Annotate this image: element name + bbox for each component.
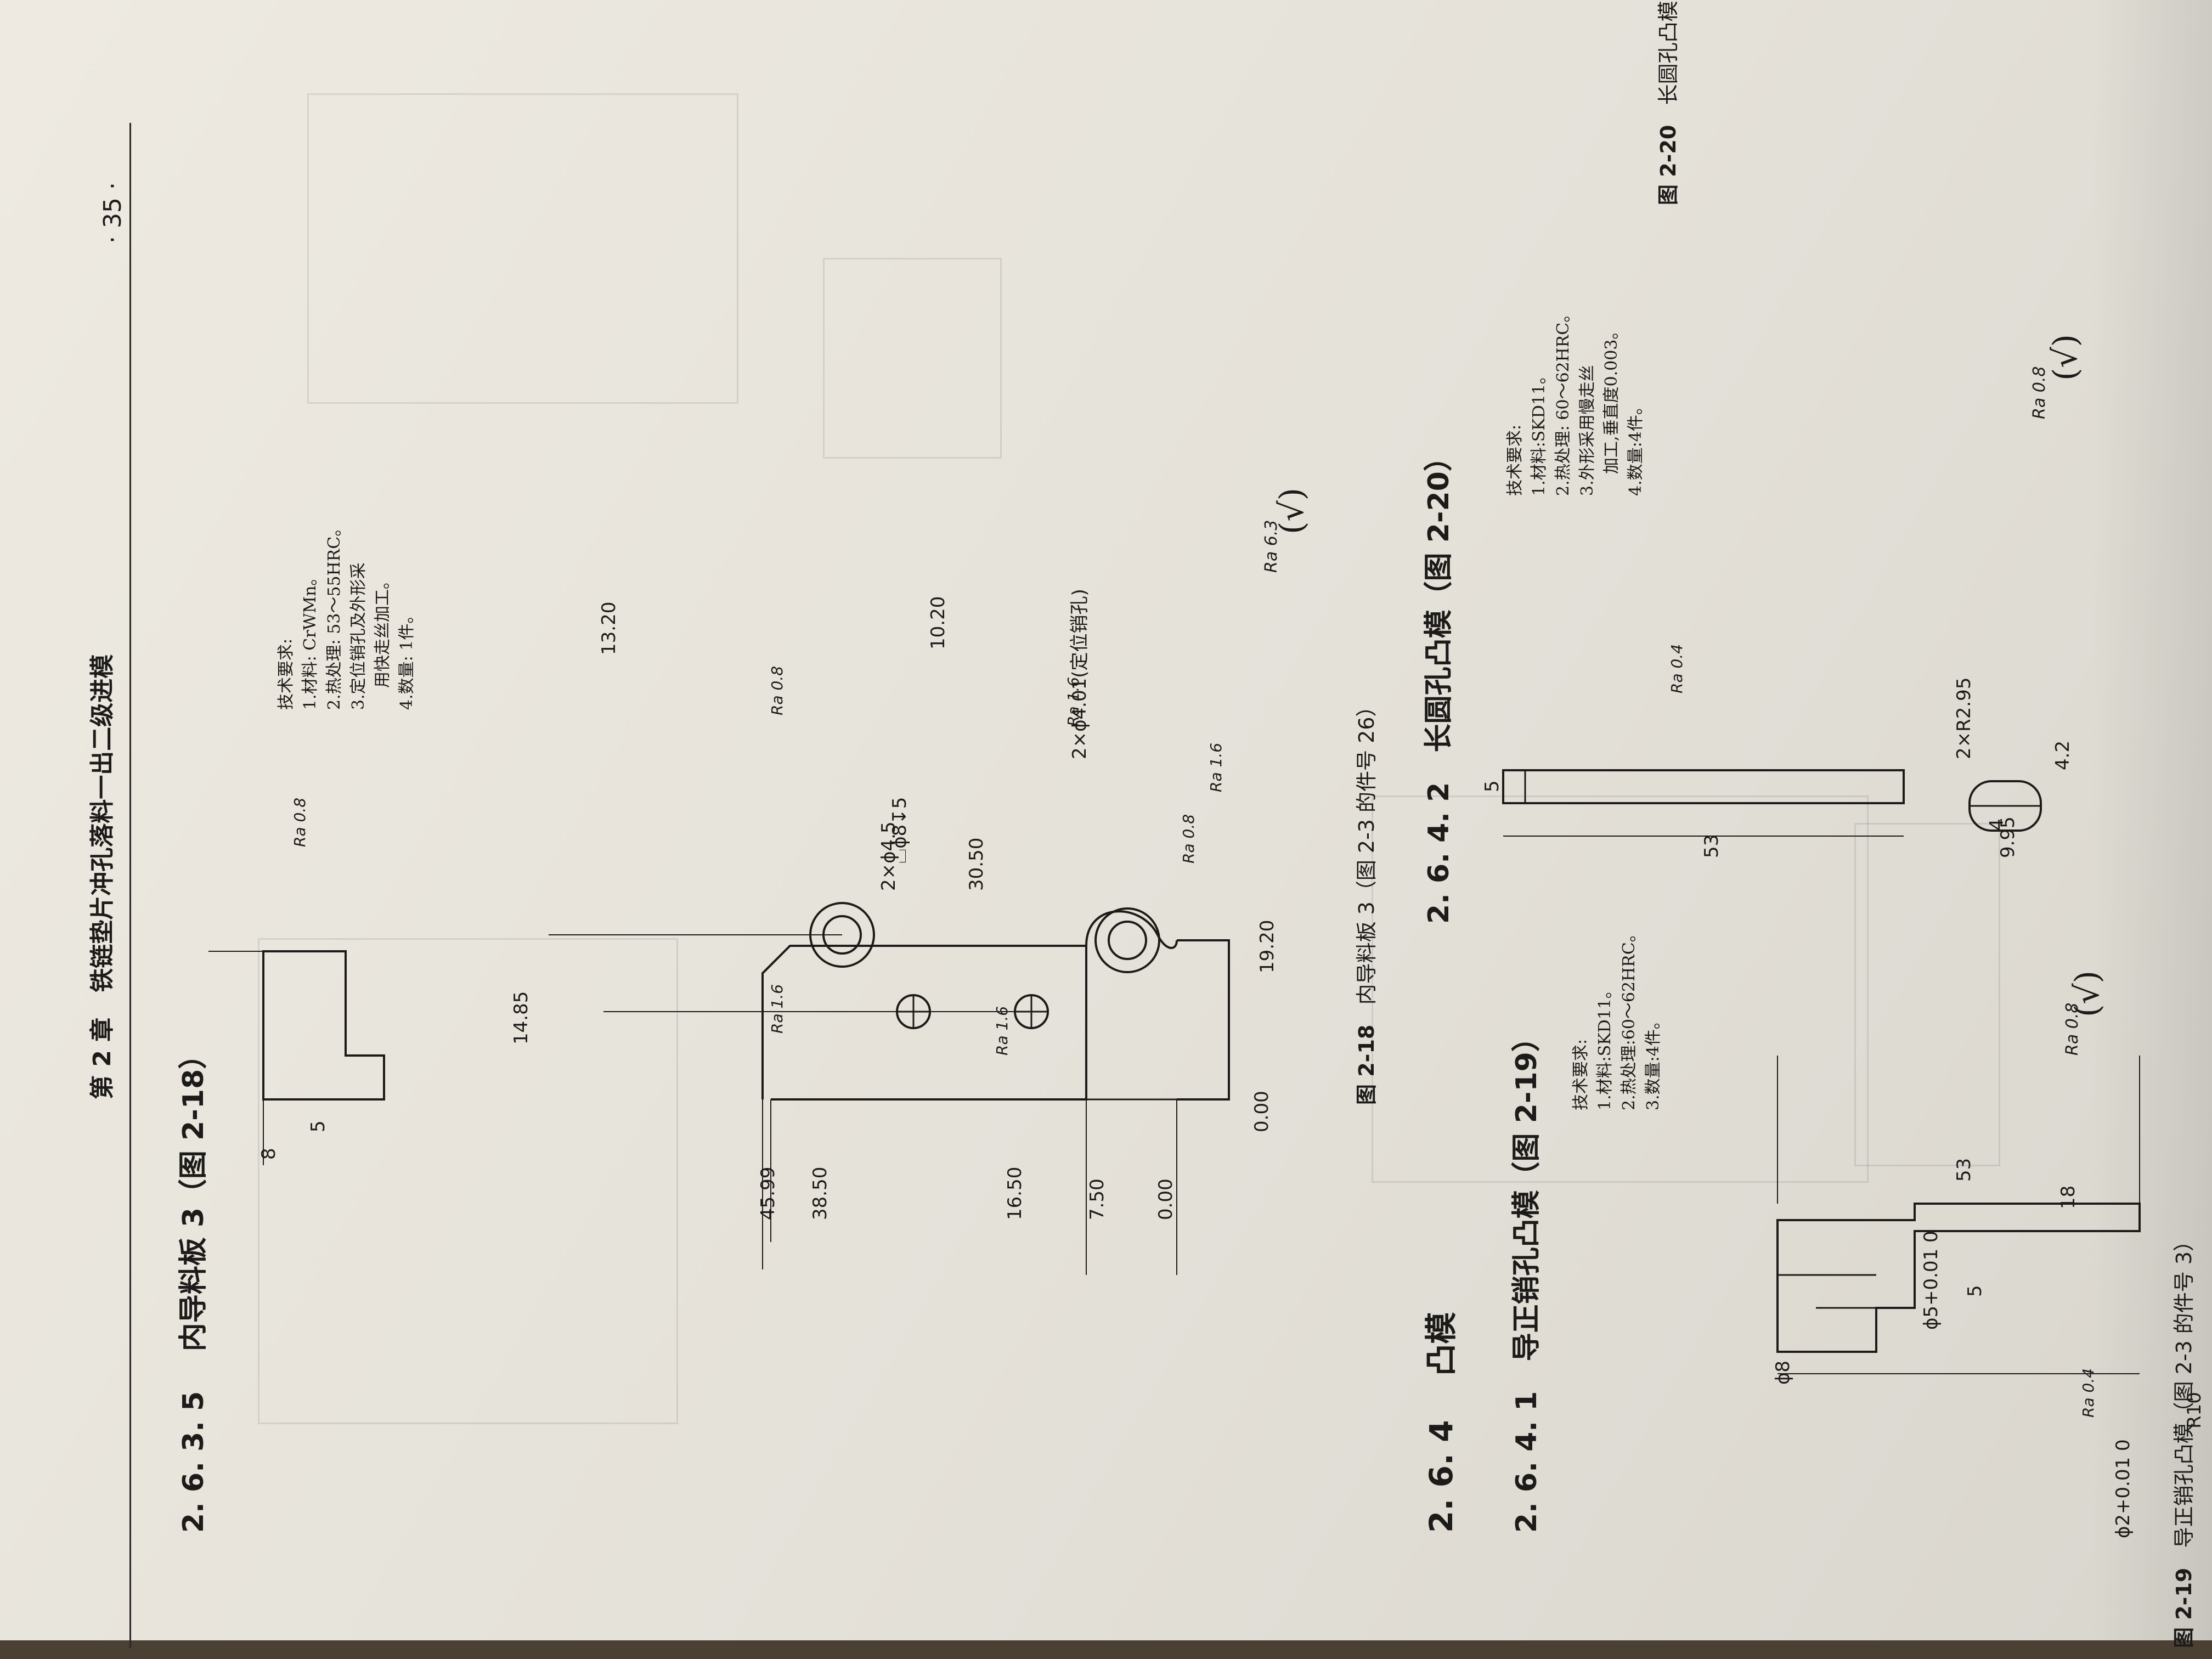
dim-label: 5 [1481,780,1503,792]
figure-caption-2-19: 图 2-19 导正销孔凸模（图 2-3 的件号 3） [2167,1231,2197,1648]
dim-label: 4.2 [2052,740,2074,770]
caption-number: 图 2-19 [2172,1567,2196,1648]
bleed-through-rect [1372,795,1869,1183]
bleed-through-rect [1854,823,2000,1166]
dim-label: 2×R2.95 [1953,677,1975,759]
caption-text: 长圆孔凸模（图 2-3 的件号 8） [1656,0,1680,105]
caption-number: 图 2-20 [1656,125,1680,205]
bleed-through-rect [258,938,678,1424]
counterbore-hole-2 [1094,907,1160,973]
dim-label: 9.95 [1997,816,2019,858]
dim-label: 53 [1701,834,1723,858]
roughness-checkmark-icon: (√) [2046,334,2085,381]
figure-caption-2-20: 图 2-20 长圆孔凸模（图 2-3 的件号 8） [1651,0,1681,205]
punch-outline [1776,1203,2141,1353]
bleed-through-rect [307,93,738,404]
long-punch-body [1502,769,1905,804]
caption-text: 导正销孔凸模（图 2-3 的件号 3） [2172,1230,2196,1548]
plate-notch [1085,910,1178,949]
hole-2 [1108,921,1147,960]
roughness-symbol: Ra 0.4 [1668,644,1686,693]
bleed-through-rect [823,258,1002,459]
